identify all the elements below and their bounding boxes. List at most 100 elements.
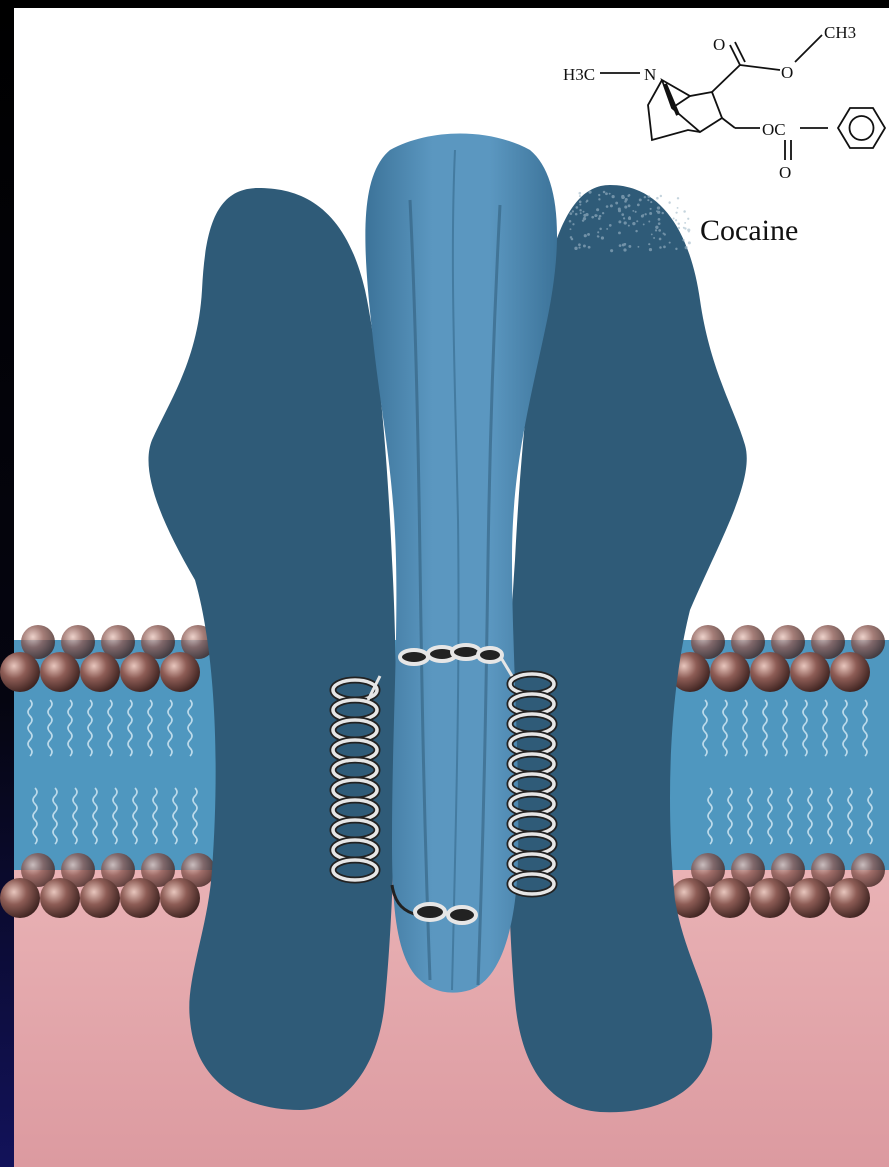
speckle-dot: [599, 215, 602, 218]
speckle-dot: [669, 242, 671, 244]
speckle-dot: [609, 193, 611, 195]
lipid-head: [80, 878, 120, 918]
speckle-dot: [642, 214, 644, 216]
atom-label-carbonyl-o-bottom: O: [779, 163, 791, 182]
speckle-dot: [649, 212, 652, 215]
speckle-dot: [599, 228, 601, 230]
speckle-dot: [675, 212, 677, 214]
speckle-dot: [658, 229, 661, 232]
speckle-dot: [598, 198, 600, 200]
speckle-dot: [663, 233, 665, 235]
speckle-dot: [582, 219, 584, 221]
speckle-dot: [644, 196, 646, 198]
speckle-dot: [632, 210, 634, 212]
speckle-dot: [655, 229, 657, 231]
lipid-head: [750, 652, 790, 692]
speckle-dot: [579, 209, 581, 211]
speckle-dot: [610, 249, 613, 252]
speckle-dot: [677, 222, 679, 224]
speckle-dot: [637, 246, 639, 248]
speckle-dot: [575, 213, 578, 216]
speckle-dot: [688, 241, 691, 244]
speckle-dot: [578, 192, 581, 195]
speckle-dot: [673, 218, 675, 220]
speckle-dot: [587, 233, 590, 236]
speckle-dot: [648, 243, 650, 245]
speckle-dot: [591, 216, 594, 219]
speckle-dot: [659, 238, 662, 241]
speckle-dot: [597, 231, 599, 233]
speckle-dot: [598, 194, 600, 196]
speckle-dot: [598, 217, 601, 220]
cocaine-label: Cocaine: [700, 214, 798, 247]
speckle-dot: [656, 197, 659, 200]
lipid-head: [830, 878, 870, 918]
speckle-dot: [683, 227, 685, 229]
speckle-dot: [586, 200, 588, 202]
speckle-dot: [632, 222, 635, 225]
speckle-dot: [618, 209, 621, 212]
speckle-dot: [655, 226, 658, 229]
speckle-dot: [648, 221, 650, 223]
speckle-dot: [628, 245, 631, 248]
speckle-dot: [627, 195, 629, 197]
speckle-dot: [601, 236, 604, 239]
speckle-dot: [682, 239, 684, 241]
speckle-dot: [684, 222, 686, 224]
speckle-dot: [569, 212, 572, 215]
speckle-dot: [605, 192, 608, 195]
speckle-dot: [588, 246, 591, 249]
speckle-dot: [578, 246, 580, 248]
speckle-dot: [603, 191, 606, 194]
atom-label-carbonyl-o-top: O: [713, 35, 725, 54]
speckle-dot: [659, 246, 662, 249]
atom-label-oc: OC: [762, 120, 786, 139]
speckle-dot: [612, 195, 615, 198]
speckle-dot: [624, 200, 627, 203]
speckle-dot: [635, 230, 637, 232]
speckle-dot: [683, 210, 686, 213]
speckle-dot: [687, 218, 689, 220]
speckle-dot: [628, 204, 631, 207]
speckle-dot: [574, 247, 577, 250]
speckle-dot: [648, 195, 651, 198]
speckle-dot: [624, 221, 627, 224]
speckle-dot: [621, 195, 624, 198]
speckle-dot: [662, 212, 664, 214]
speckle-dot: [609, 224, 612, 227]
speckle-dot: [663, 246, 666, 249]
lipid-head: [750, 878, 790, 918]
speckle-dot: [606, 228, 608, 230]
speckle-dot: [615, 202, 618, 205]
speckle-dot: [578, 243, 581, 246]
speckle-dot: [585, 213, 588, 216]
speckle-dot: [653, 237, 655, 239]
speckle-dot: [619, 244, 622, 247]
speckle-dot: [580, 212, 582, 214]
speckle-dot: [583, 211, 585, 213]
lipid-head: [40, 878, 80, 918]
speckle-dot: [606, 205, 609, 208]
speckle-dot: [618, 231, 621, 234]
lipid-head: [710, 878, 750, 918]
speckle-dot: [675, 248, 677, 250]
speckle-dot: [571, 238, 573, 240]
speckle-dot: [656, 210, 658, 212]
speckle-dot: [596, 214, 598, 216]
lipid-head: [790, 652, 830, 692]
speckle-dot: [584, 234, 587, 237]
speckle-dot: [657, 206, 660, 209]
speckle-dot: [643, 223, 645, 225]
lipid-head: [40, 652, 80, 692]
speckle-dot: [678, 227, 680, 229]
speckle-dot: [677, 207, 679, 209]
speckle-dot: [596, 208, 599, 211]
speckle-dot: [572, 210, 574, 212]
lipid-head: [0, 878, 40, 918]
speckle-dot: [650, 201, 652, 203]
speckle-dot: [579, 204, 581, 206]
speckle-dot: [635, 211, 637, 213]
speckle-dot: [624, 206, 627, 209]
speckle-dot: [658, 222, 661, 225]
speckle-dot: [645, 213, 647, 215]
